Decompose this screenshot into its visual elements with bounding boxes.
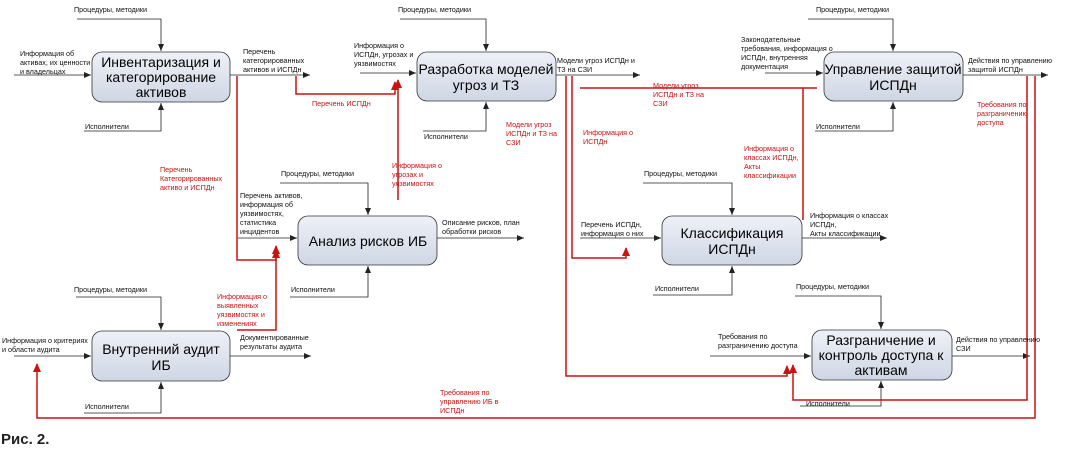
black-connectors <box>14 18 1048 414</box>
label-red-ispdn-list: Перечень ИСПДн <box>312 99 371 108</box>
label-executors-classification: Исполнители <box>655 284 699 293</box>
figure-caption: Рис. 2. <box>1 431 49 448</box>
label-procedures-protection: Процедуры, методики <box>816 5 889 14</box>
label-input-ispdn-list: Перечень ИСПДн,информация о них <box>581 220 644 238</box>
label-executors-protection: Исполнители <box>816 122 860 131</box>
box-risk-analysis: Анализ рисков ИБ <box>297 215 438 266</box>
label-executors-risk: Исполнители <box>291 285 335 294</box>
label-procedures-risk: Процедуры, методики <box>281 169 354 178</box>
label-executors-inventory: Исполнители <box>85 122 129 131</box>
box-risk-analysis-title: Анализ рисков ИБ <box>309 233 427 249</box>
label-executors-threats: Исполнители <box>424 132 468 141</box>
label-procedures-classification: Процедуры, методики <box>644 169 717 178</box>
label-procedures-inventory: Процедуры, методики <box>74 5 147 14</box>
label-procedures-access: Процедуры, методики <box>796 282 869 291</box>
label-executors-audit: Исполнители <box>85 402 129 411</box>
label-procedures-audit: Процедуры, методики <box>74 285 147 294</box>
label-procedures-threats: Процедуры, методики <box>398 5 471 14</box>
label-executors-access: Исполнители <box>806 399 850 408</box>
red-connectors <box>33 76 1036 419</box>
